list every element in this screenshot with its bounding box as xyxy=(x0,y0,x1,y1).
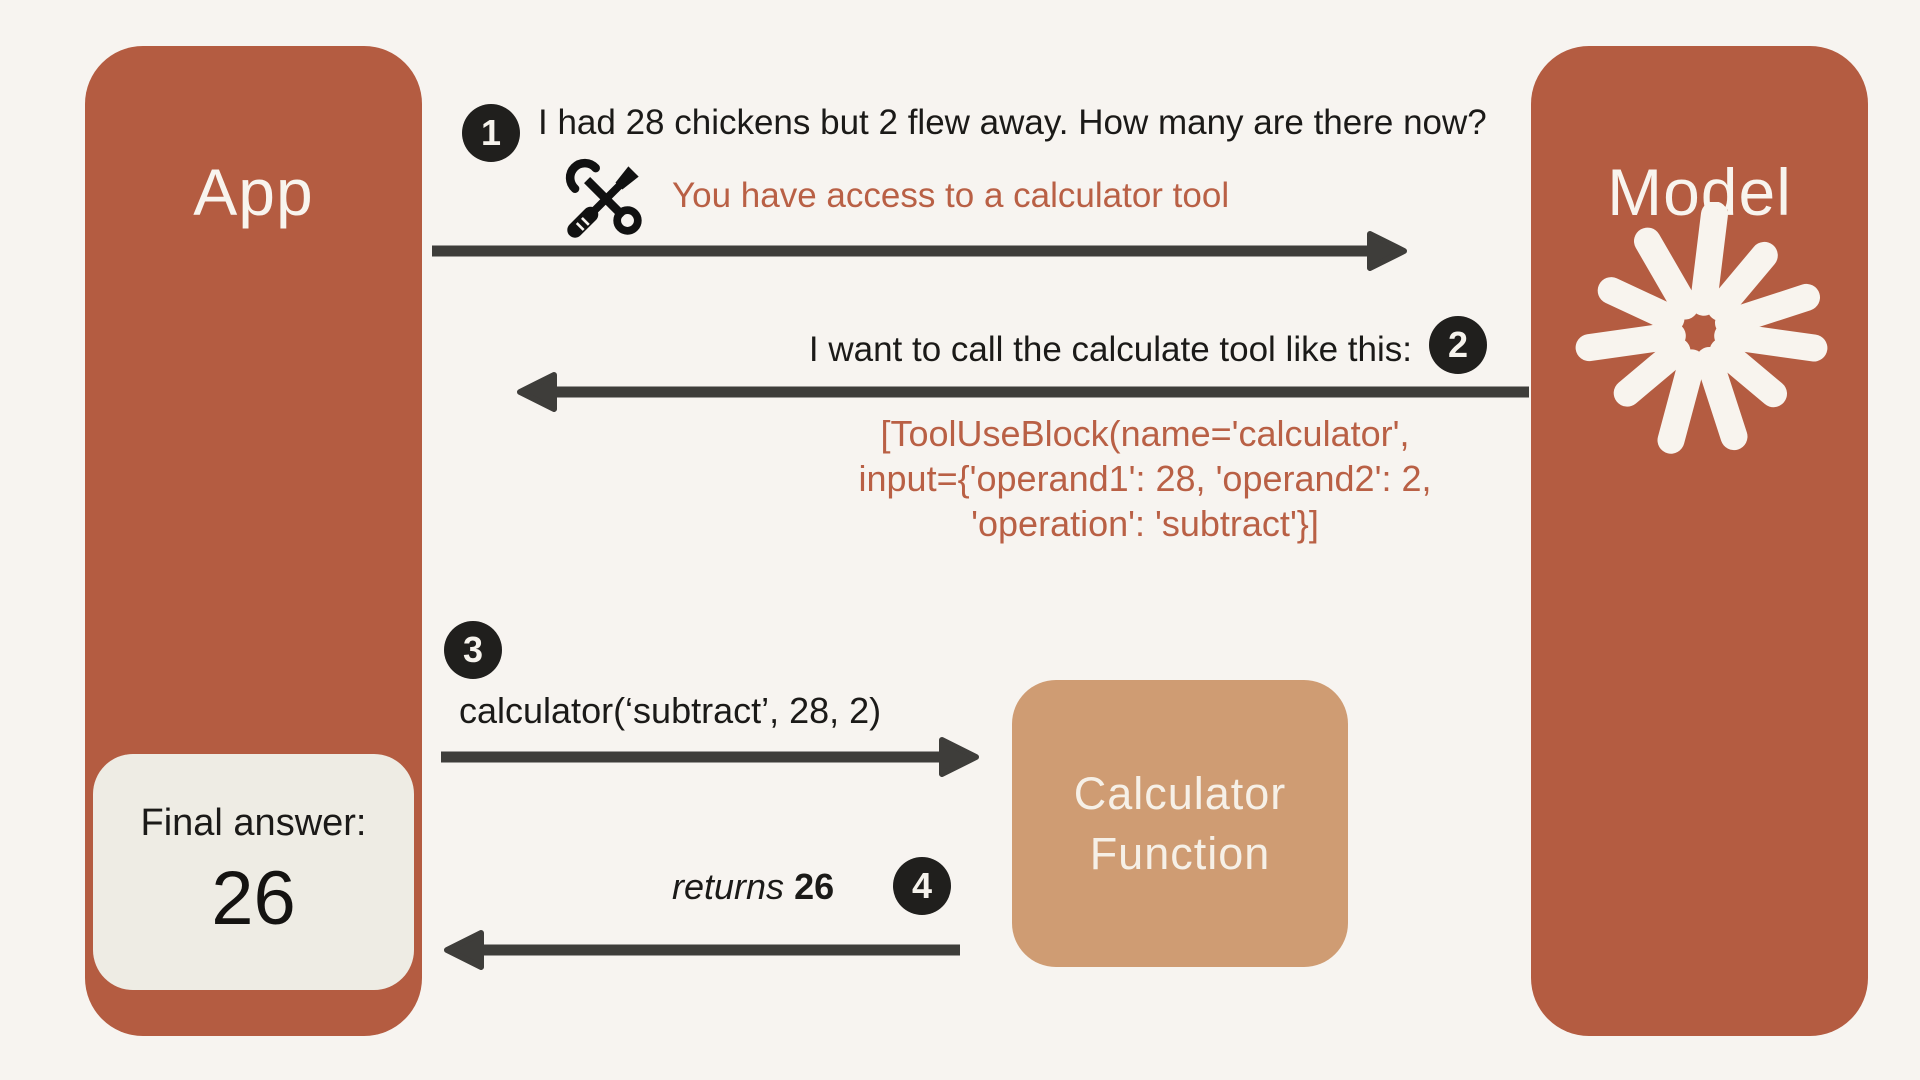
step1-badge: 1 xyxy=(462,104,520,162)
step4-message: returns 26 xyxy=(672,866,834,908)
final-answer-value: 26 xyxy=(211,856,296,941)
step4-returns-text: returns xyxy=(672,866,785,907)
step2-message: I want to call the calculate tool like t… xyxy=(808,330,1412,369)
step1-message: I had 28 chickens but 2 flew away. How m… xyxy=(538,103,1487,142)
model-box: Model xyxy=(1531,46,1868,1036)
step1-system-note: You have access to a calculator tool xyxy=(672,176,1230,215)
step2-number: 2 xyxy=(1447,324,1469,365)
arrow-step4-left xyxy=(444,930,960,970)
step3-number: 3 xyxy=(462,629,484,670)
step1-number: 1 xyxy=(480,112,502,153)
final-answer-card: Final answer: 26 xyxy=(93,754,414,990)
step4-badge: 4 xyxy=(893,857,951,915)
step2-badge: 2 xyxy=(1429,316,1487,374)
step4-number: 4 xyxy=(911,865,933,906)
arrow-step1-right xyxy=(432,231,1407,271)
calculator-function-box: Calculator Function xyxy=(1012,680,1348,967)
code-line: [ToolUseBlock(name='calculator', xyxy=(880,413,1410,454)
arrow-step2-left xyxy=(517,372,1529,412)
step3-message: calculator(‘subtract’, 28, 2) xyxy=(459,690,882,731)
starburst-icon xyxy=(1575,202,1828,454)
step2-code-block: [ToolUseBlock(name='calculator', input={… xyxy=(795,411,1495,546)
model-label: Model xyxy=(1607,155,1792,229)
code-line: input={'operand1': 28, 'operand2': 2, xyxy=(858,458,1432,499)
code-line: 'operation': 'subtract'}] xyxy=(971,503,1319,544)
calculator-function-label-line2: Function xyxy=(1089,827,1271,879)
final-answer-label: Final answer: xyxy=(140,802,367,844)
arrow-step3-right xyxy=(441,737,979,777)
step3-badge: 3 xyxy=(444,621,502,679)
calculator-function-label-line1: Calculator xyxy=(1073,767,1287,819)
app-label: App xyxy=(193,155,314,229)
crossed-wrench-screwdriver-icon xyxy=(565,158,642,238)
app-box: App Final answer: 26 xyxy=(85,46,422,1036)
step4-returns-value: 26 xyxy=(794,866,835,907)
